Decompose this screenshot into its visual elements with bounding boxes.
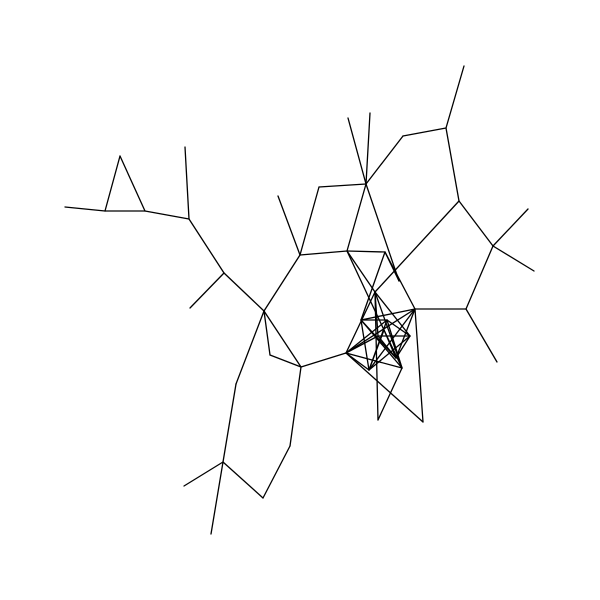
bond <box>183 461 224 487</box>
bond <box>345 352 403 369</box>
bond <box>492 245 535 272</box>
bond <box>345 352 424 423</box>
bond <box>222 383 237 463</box>
bond <box>465 245 494 310</box>
bond <box>386 319 411 337</box>
bond <box>384 251 416 310</box>
bond <box>386 319 403 369</box>
bond <box>299 186 320 256</box>
central-ring <box>263 195 348 368</box>
bond <box>346 250 386 253</box>
bond <box>223 272 265 312</box>
bond <box>300 352 347 368</box>
bond <box>222 461 264 499</box>
bond <box>345 308 416 354</box>
bond <box>262 445 291 499</box>
bond <box>383 329 397 359</box>
bond <box>235 310 265 385</box>
bond <box>414 308 424 423</box>
bond <box>374 291 379 337</box>
bond <box>263 310 271 356</box>
bond <box>365 112 371 185</box>
bond <box>377 367 403 421</box>
bond <box>374 200 460 293</box>
bond <box>263 310 302 368</box>
bond <box>346 183 367 252</box>
cyclopropyl-ring <box>64 155 146 212</box>
bond <box>360 308 416 321</box>
bond <box>345 291 376 354</box>
bond <box>368 329 385 371</box>
cage-cluster <box>345 250 424 423</box>
bond <box>289 366 302 447</box>
bottom-ring <box>183 310 302 535</box>
bond <box>374 291 411 337</box>
bond <box>402 127 447 137</box>
bond <box>368 335 411 371</box>
bond <box>318 183 367 188</box>
bond <box>263 254 301 312</box>
bond <box>345 319 388 354</box>
bond <box>465 308 498 363</box>
bond <box>374 291 379 421</box>
bond <box>368 308 416 371</box>
right-ring <box>374 65 535 363</box>
bond <box>119 155 146 212</box>
bond <box>445 65 465 129</box>
bond <box>104 155 121 212</box>
bond <box>365 135 404 185</box>
bond <box>360 251 386 321</box>
bond <box>189 272 225 309</box>
bond <box>64 206 106 212</box>
bond <box>144 210 190 220</box>
left-side-chain <box>144 146 265 312</box>
bond <box>365 183 400 282</box>
bond <box>188 218 225 274</box>
bond <box>445 127 460 202</box>
bond <box>492 208 529 247</box>
bond <box>346 250 385 331</box>
bond <box>345 352 370 371</box>
bond <box>360 319 370 371</box>
bond <box>458 200 494 247</box>
bond <box>347 117 367 185</box>
bond <box>299 250 348 256</box>
bond <box>345 335 379 354</box>
bond <box>210 461 224 535</box>
bond <box>184 146 190 220</box>
bond <box>277 195 301 256</box>
bond <box>269 354 302 368</box>
bond <box>346 250 376 293</box>
